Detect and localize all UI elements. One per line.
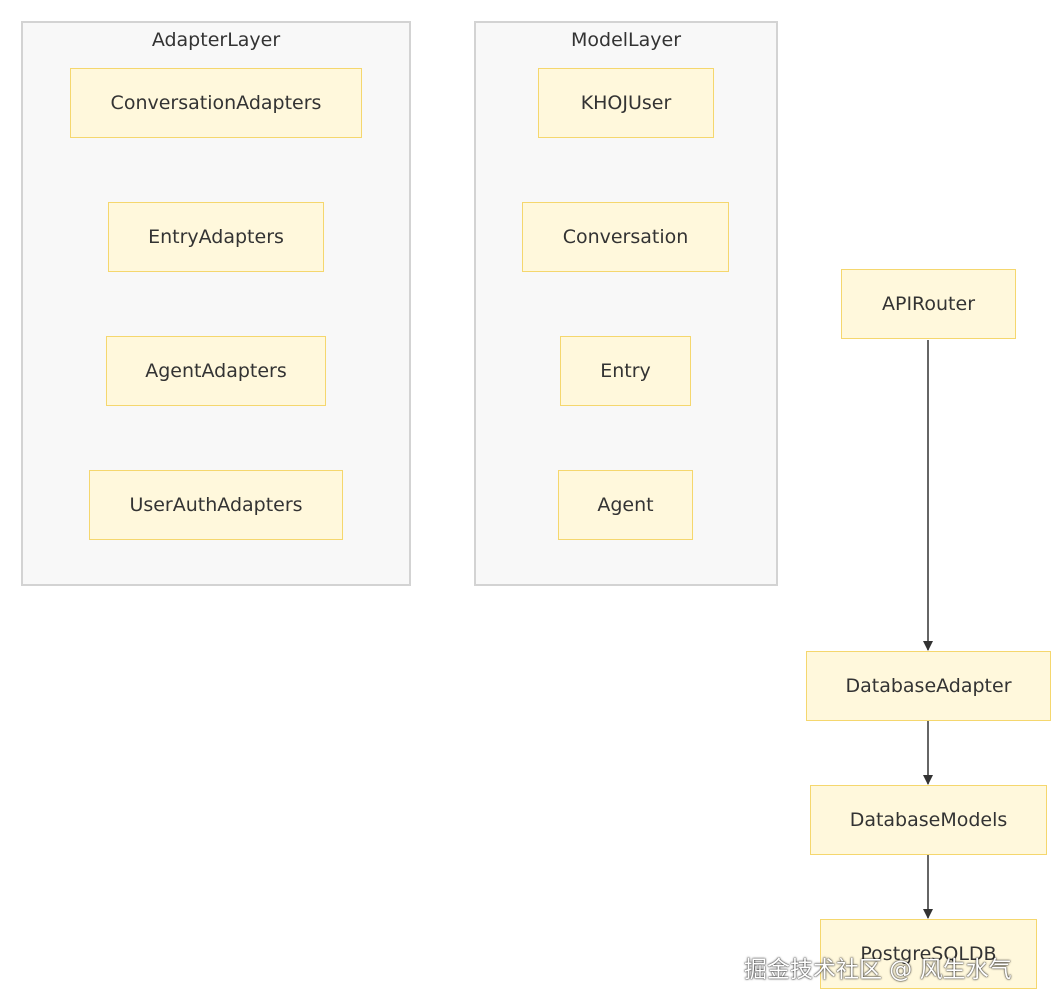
model-layer-title: ModelLayer (570, 29, 682, 51)
node-agent: Agent (558, 470, 693, 540)
node-entry-adapters: EntryAdapters (108, 202, 324, 272)
node-user-auth-adapters: UserAuthAdapters (89, 470, 343, 540)
node-agent-adapters: AgentAdapters (106, 336, 326, 406)
node-database-adapter: DatabaseAdapter (806, 651, 1051, 721)
node-conversation-adapters: ConversationAdapters (70, 68, 362, 138)
node-database-models: DatabaseModels (810, 785, 1047, 855)
watermark-text: 掘金技术社区 @ 风生水气 (744, 957, 1012, 983)
node-postgresql-db: PostgreSQLDB (820, 919, 1037, 989)
node-conversation: Conversation (522, 202, 729, 272)
node-api-router: APIRouter (841, 269, 1016, 339)
node-entry: Entry (560, 336, 691, 406)
adapter-layer-title: AdapterLayer (151, 29, 281, 51)
node-khoj-user: KHOJUser (538, 68, 714, 138)
